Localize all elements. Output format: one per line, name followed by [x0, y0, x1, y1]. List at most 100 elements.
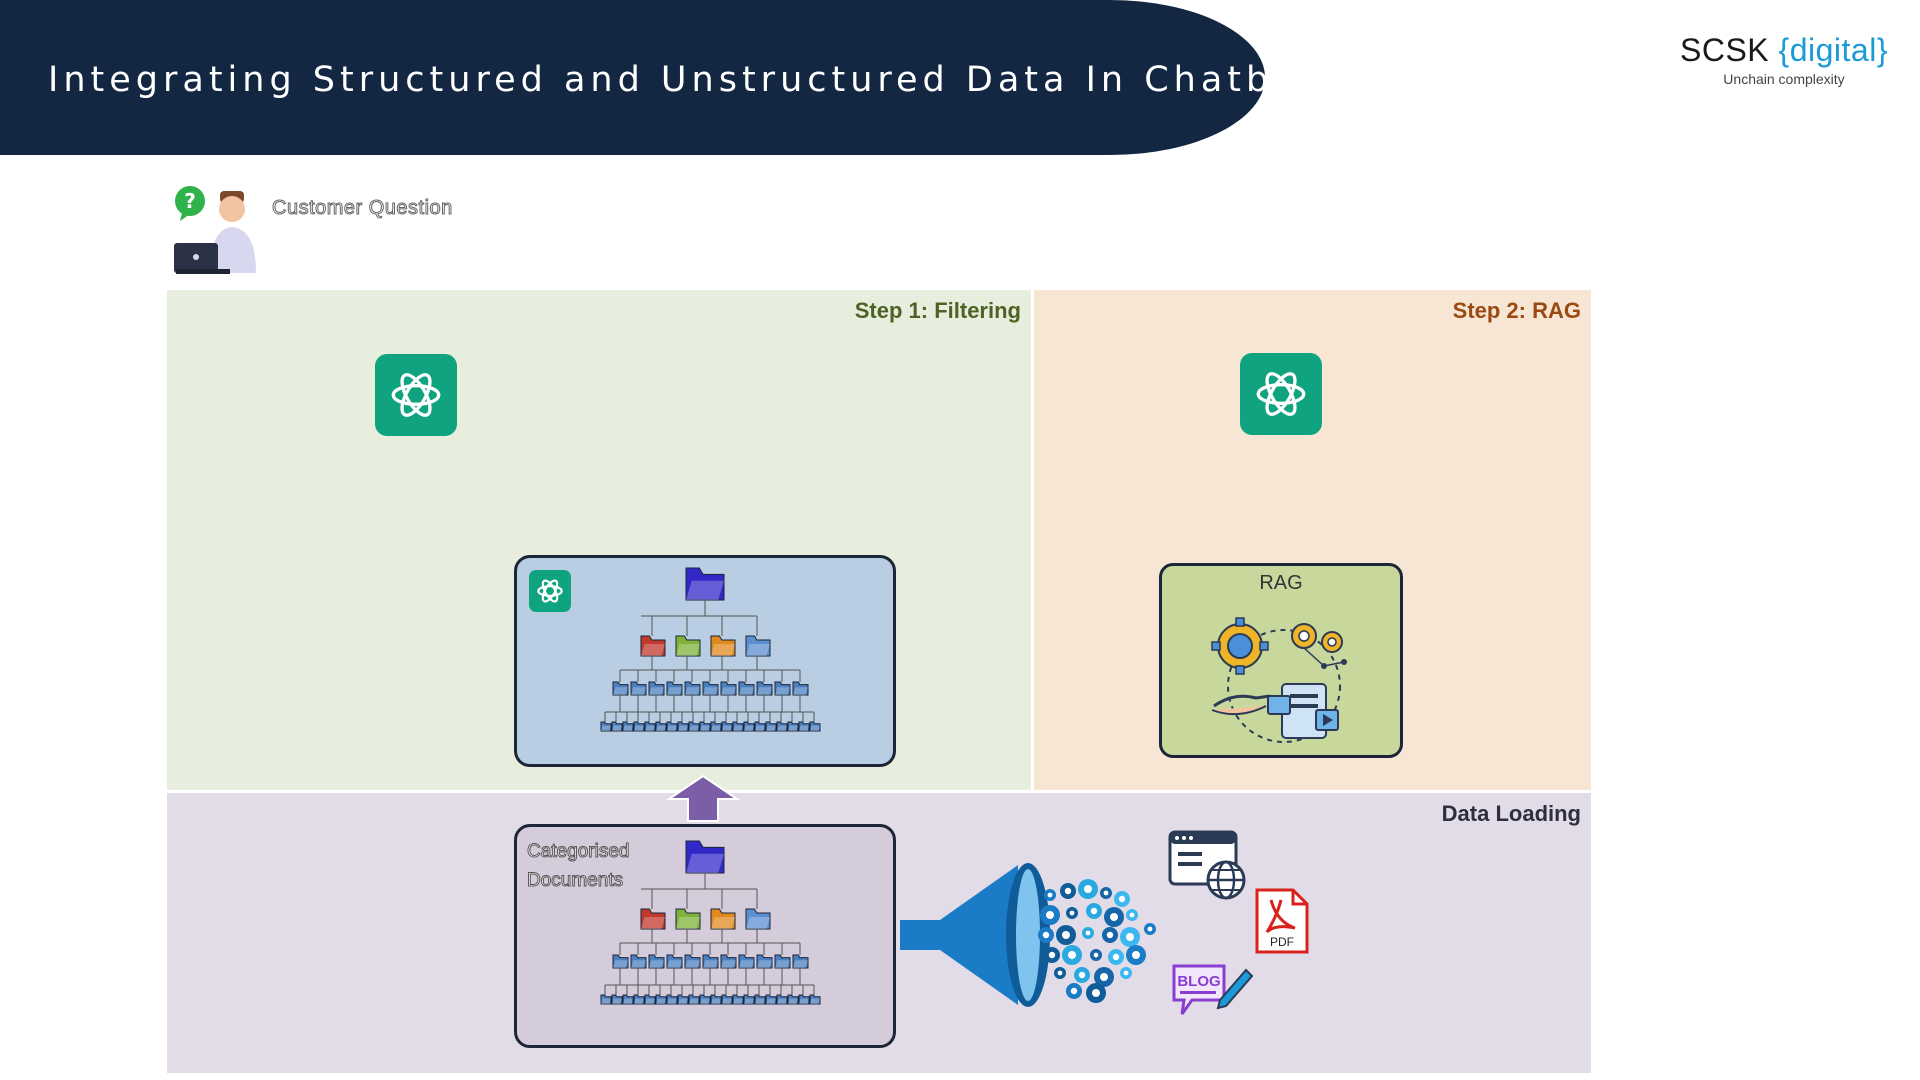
folder-icon [640, 908, 666, 930]
folder-icon [798, 994, 810, 1005]
folder-icon [622, 721, 634, 732]
folder-icon [644, 994, 656, 1005]
folder-icon [611, 721, 623, 732]
pdf-label: PDF [1270, 935, 1294, 949]
folder-tree-diagram [600, 567, 821, 732]
filtered-folder-tree [514, 555, 896, 767]
social-media-icon-cloud [1038, 879, 1156, 1003]
folder-icon [787, 721, 799, 732]
rag-label: RAG [1259, 572, 1303, 594]
folder-icon [798, 721, 810, 732]
person-laptop-icon: ? [174, 186, 256, 274]
chatgpt-icon [529, 570, 571, 612]
folder-icon [666, 994, 678, 1005]
brand-name: SCSK {digital} [1680, 32, 1888, 69]
folder-icon [600, 994, 612, 1005]
blog-icon: BLOG [1172, 964, 1254, 1015]
folder-icon [754, 721, 766, 732]
folder-icon [738, 954, 755, 969]
rag-box: RAG [1159, 563, 1403, 758]
funnel-icon [900, 863, 1156, 1007]
folder-icon [809, 994, 821, 1005]
folder-icon [756, 954, 773, 969]
folder-icon [633, 721, 645, 732]
page-title: Integrating Structured and Unstructured … [48, 60, 1319, 100]
data-loading-title: Data Loading [1441, 801, 1581, 826]
folder-icon [655, 721, 667, 732]
folder-icon [702, 954, 719, 969]
folder-icon [702, 681, 719, 696]
folder-tree-diagram [600, 840, 821, 1005]
folder-icon [640, 635, 666, 657]
folder-icon [710, 994, 722, 1005]
folder-icon [787, 994, 799, 1005]
folder-icon [710, 908, 736, 930]
gears-icon [1211, 617, 1347, 743]
folder-icon [666, 721, 678, 732]
customer-question-label: Customer Question [272, 197, 453, 220]
folder-icon [684, 954, 701, 969]
chatgpt-icon [375, 354, 457, 436]
folder-icon [666, 954, 683, 969]
folder-icon [666, 681, 683, 696]
brand-logo: SCSK {digital} Unchain complexity [1680, 32, 1888, 87]
folder-icon [677, 721, 689, 732]
folder-icon [612, 954, 629, 969]
folder-icon [774, 954, 791, 969]
folder-icon [688, 721, 700, 732]
folder-icon [743, 994, 755, 1005]
folder-icon [745, 635, 771, 657]
folder-icon [648, 681, 665, 696]
folder-icon [756, 681, 773, 696]
web-browser-icon [1168, 830, 1246, 900]
folder-icon [792, 954, 809, 969]
folder-icon [776, 721, 788, 732]
folder-icon [743, 721, 755, 732]
folder-icon [675, 908, 701, 930]
folder-icon [655, 994, 667, 1005]
svg-text:?: ? [184, 189, 196, 213]
folder-icon [685, 567, 725, 601]
folder-icon [677, 994, 689, 1005]
folder-icon [745, 908, 771, 930]
folder-icon [738, 681, 755, 696]
folder-icon [633, 994, 645, 1005]
chatgpt-icon [1240, 353, 1322, 435]
folder-icon [710, 721, 722, 732]
folder-icon [685, 840, 725, 874]
categorised-documents-box: Categorised Documents [514, 824, 896, 1048]
folder-icon [776, 994, 788, 1005]
folder-icon [774, 681, 791, 696]
folder-icon [600, 721, 612, 732]
up-arrow [666, 774, 740, 822]
folder-icon [630, 954, 647, 969]
folder-icon [630, 681, 647, 696]
folder-icon [721, 721, 733, 732]
pdf-icon: PDF [1255, 888, 1309, 954]
folder-icon [765, 721, 777, 732]
folder-icon [732, 994, 744, 1005]
folder-icon [648, 954, 665, 969]
folder-icon [684, 681, 701, 696]
brand-accent: {digital} [1778, 32, 1888, 68]
folder-icon [721, 994, 733, 1005]
folder-icon [699, 994, 711, 1005]
folder-icon [622, 994, 634, 1005]
folder-icon [792, 681, 809, 696]
header-banner: Integrating Structured and Unstructured … [0, 0, 1313, 155]
folder-icon [612, 681, 629, 696]
folder-icon [720, 681, 737, 696]
documents-label-line2: Documents [526, 870, 624, 892]
brand-name-text: SCSK [1679, 32, 1770, 68]
brand-tagline: Unchain complexity [1723, 71, 1845, 87]
folder-icon [688, 994, 700, 1005]
categorised-documents-label: Categorised Documents [526, 837, 629, 895]
folder-icon [720, 954, 737, 969]
folder-icon [765, 994, 777, 1005]
folder-icon [809, 721, 821, 732]
folder-icon [754, 994, 766, 1005]
folder-icon [710, 635, 736, 657]
folder-icon [675, 635, 701, 657]
folder-icon [732, 721, 744, 732]
filtering-title: Step 1: Filtering [854, 298, 1021, 323]
